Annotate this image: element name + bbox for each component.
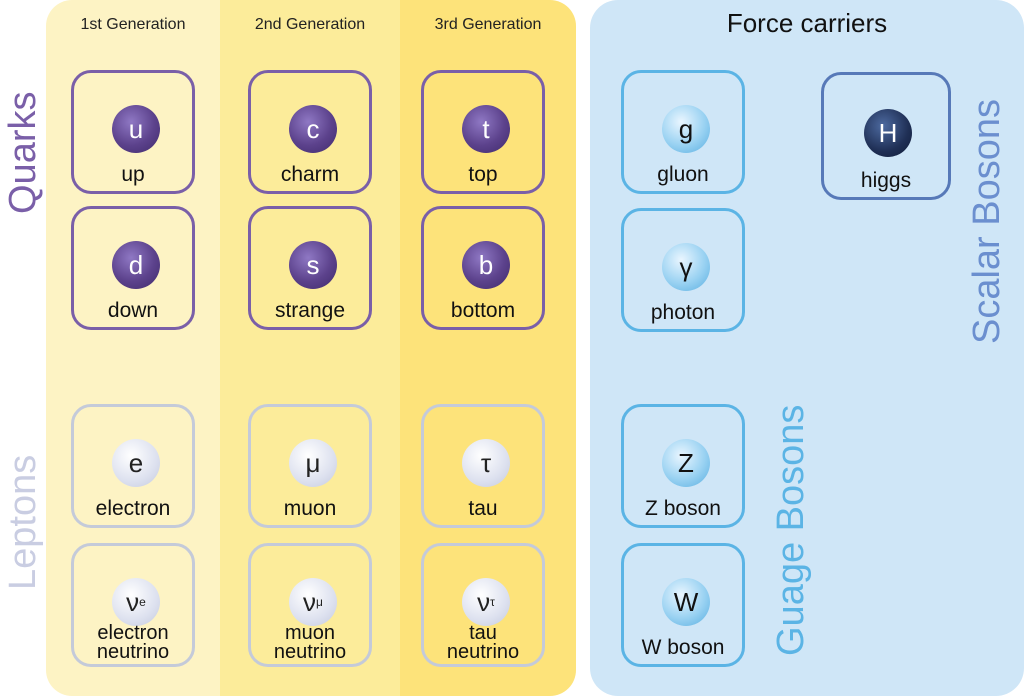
generation-header-1: 1st Generation (80, 16, 186, 33)
particle-name-up: up (121, 163, 145, 186)
particle-subscript: e (139, 595, 146, 609)
particle-name-charm: charm (280, 163, 340, 186)
particle-name-w-boson: W boson (641, 636, 725, 659)
particle-card-higgs: H higgs (821, 72, 951, 200)
particle-symbol-w-boson: W (662, 578, 710, 626)
particle-card-w-boson: W W boson (621, 543, 745, 667)
quarks-label: Quarks (2, 91, 44, 214)
particle-name-tau: tau (468, 497, 498, 520)
force-carriers-title: Force carriers (726, 8, 888, 38)
particle-symbol-charm: c (289, 105, 337, 153)
particle-symbol-up: u (112, 105, 160, 153)
particle-symbol-muon: μ (289, 439, 337, 487)
particle-symbol-z-boson: Z (662, 439, 710, 487)
particle-card-charm: c charm (248, 70, 372, 194)
particle-symbol-bottom: b (462, 241, 510, 289)
particle-name-down: down (107, 299, 159, 322)
generation-header-3: 3rd Generation (434, 16, 542, 33)
particle-symbol-photon: γ (662, 243, 710, 291)
particle-name-muon: muon (283, 497, 337, 520)
particle-card-electron: e electron (71, 404, 195, 528)
particle-subscript: τ (490, 595, 495, 609)
particle-symbol-higgs: H (864, 109, 912, 157)
particle-symbol-strange: s (289, 241, 337, 289)
particle-card-strange: s strange (248, 206, 372, 330)
particle-name-z-boson: Z boson (645, 497, 721, 520)
scalar-bosons-label: Scalar Bosons (966, 98, 1008, 344)
particle-symbol-tau: τ (462, 439, 510, 487)
particle-card-photon: γ photon (621, 208, 745, 332)
gauge-bosons-label: Guage Bosons (770, 404, 812, 656)
particle-name-strange: strange (274, 299, 346, 322)
particle-name-photon: photon (650, 301, 716, 324)
particle-card-tau: τ tau (421, 404, 545, 528)
particle-name-gluon: gluon (657, 163, 709, 186)
particle-name-top: top (468, 163, 498, 186)
particle-card-gluon: g gluon (621, 70, 745, 194)
particle-card-z-boson: Z Z boson (621, 404, 745, 528)
particle-symbol-top: t (462, 105, 510, 153)
particle-card-down: d down (71, 206, 195, 330)
particle-name-higgs: higgs (860, 169, 912, 192)
particle-name-bottom: bottom (450, 299, 516, 322)
particle-subscript: μ (316, 595, 323, 609)
particle-symbol-gluon: g (662, 105, 710, 153)
particle-symbol-down: d (112, 241, 160, 289)
particle-name-electron: electron (95, 497, 171, 520)
force-carriers-panel: Force carriers (590, 0, 1024, 696)
leptons-label: Leptons (2, 454, 44, 590)
generation-header-2: 2nd Generation (254, 16, 366, 33)
particle-symbol-electron: e (112, 439, 160, 487)
particle-card-top: t top (421, 70, 545, 194)
particle-card-up: u up (71, 70, 195, 194)
particle-card-muon: μ muon (248, 404, 372, 528)
particle-card-bottom: b bottom (421, 206, 545, 330)
